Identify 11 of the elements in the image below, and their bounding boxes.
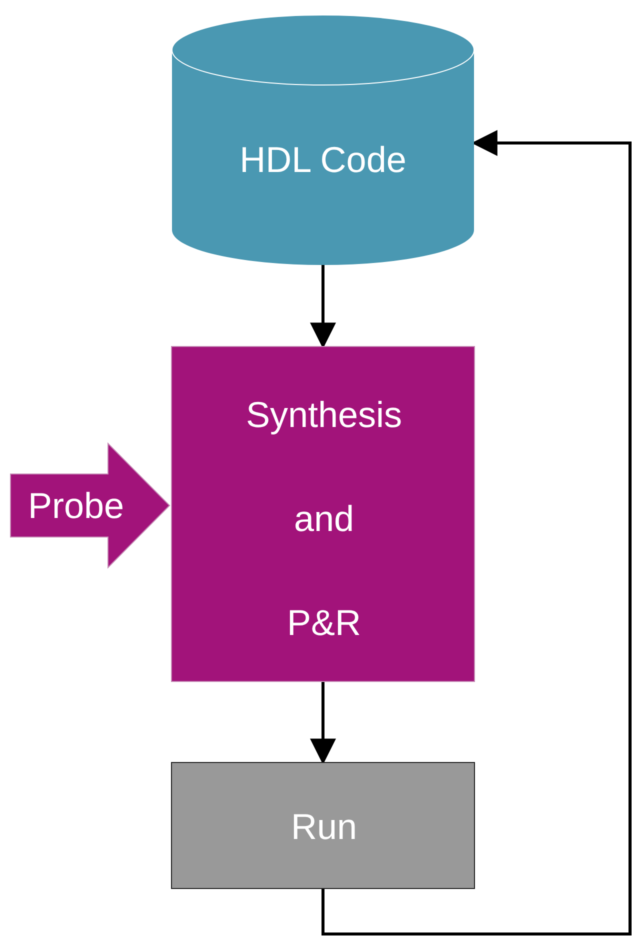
arrow <box>310 265 336 349</box>
node-label: Synthesis and P&R <box>244 393 404 645</box>
database-cylinder <box>172 15 474 265</box>
process-box <box>171 762 475 889</box>
arrow <box>310 682 336 765</box>
node-label: Run <box>290 807 358 847</box>
node-label: Probe <box>26 486 126 526</box>
process-box <box>171 346 475 682</box>
block-arrow <box>10 443 170 568</box>
node-label: HDL Code <box>238 140 408 180</box>
arrow <box>322 130 632 936</box>
